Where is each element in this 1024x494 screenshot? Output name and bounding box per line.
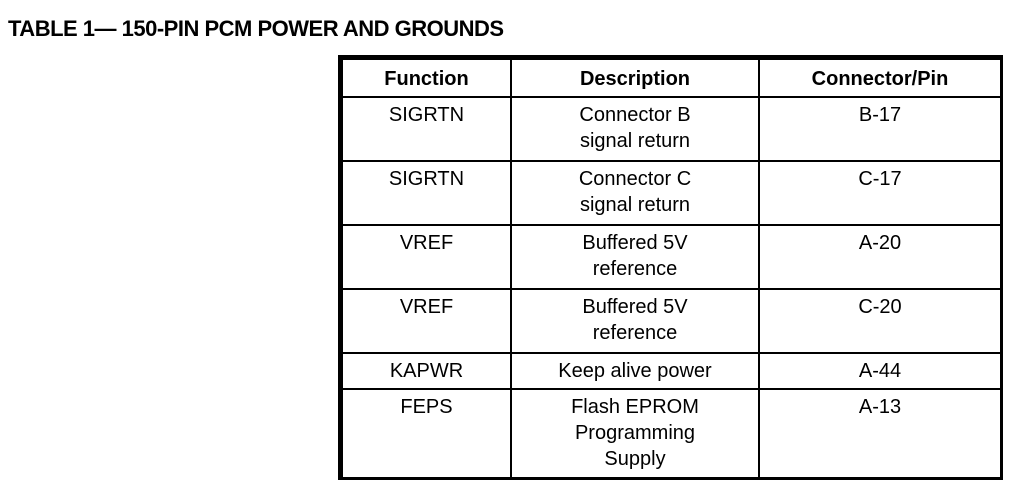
description-line: reference [592, 322, 678, 344]
table-row: FEPS Flash EPROM Programming Supply A-13 [341, 388, 1002, 480]
table-title: TABLE 1— 150-PIN PCM POWER AND GROUNDS [8, 16, 504, 41]
cell-connector-pin: C-20 [758, 288, 1002, 354]
table-row: VREF Buffered 5V reference C-20 [341, 288, 1002, 354]
cell-description: Flash EPROM Programming Supply [510, 388, 760, 480]
description-line: Supply [604, 448, 666, 470]
table-row: SIGRTN Connector B signal return B-17 [341, 96, 1002, 162]
cell-function: FEPS [341, 388, 512, 480]
cell-connector-pin: A-44 [758, 352, 1002, 390]
cell-function: VREF [341, 288, 512, 354]
header-connector-pin: Connector/Pin [758, 58, 1002, 98]
cell-function: KAPWR [341, 352, 512, 390]
cell-description: Buffered 5V reference [510, 288, 760, 354]
header-description: Description [510, 58, 760, 98]
description-line: signal return [579, 194, 691, 216]
cell-function: SIGRTN [341, 96, 512, 162]
table-row: KAPWR Keep alive power A-44 [341, 352, 1002, 390]
description-line: Connector B [579, 104, 691, 126]
description-line: signal return [579, 130, 691, 152]
table-frame: Function Description Connector/Pin SIGRT… [338, 55, 1003, 480]
description-line: Connector C [578, 168, 692, 190]
cell-description: Connector C signal return [510, 160, 760, 226]
header-row: Function Description Connector/Pin [341, 58, 1002, 98]
cell-connector-pin: C-17 [758, 160, 1002, 226]
header-function: Function [341, 58, 512, 98]
cell-connector-pin: B-17 [758, 96, 1002, 162]
cell-connector-pin: A-13 [758, 388, 1002, 480]
description-line: Buffered 5V [582, 296, 688, 318]
cell-description: Buffered 5V reference [510, 224, 760, 290]
description-line: reference [592, 258, 678, 280]
description-line: Keep alive power [558, 360, 712, 382]
power-grounds-table: Function Description Connector/Pin SIGRT… [341, 58, 1002, 480]
cell-description: Connector B signal return [510, 96, 760, 162]
description-line: Flash EPROM [571, 396, 699, 418]
description-line: Buffered 5V [582, 232, 688, 254]
cell-connector-pin: A-20 [758, 224, 1002, 290]
cell-function: SIGRTN [341, 160, 512, 226]
description-line: Programming [574, 422, 696, 444]
table-row: SIGRTN Connector C signal return C-17 [341, 160, 1002, 226]
table-row: VREF Buffered 5V reference A-20 [341, 224, 1002, 290]
cell-function: VREF [341, 224, 512, 290]
cell-description: Keep alive power [510, 352, 760, 390]
